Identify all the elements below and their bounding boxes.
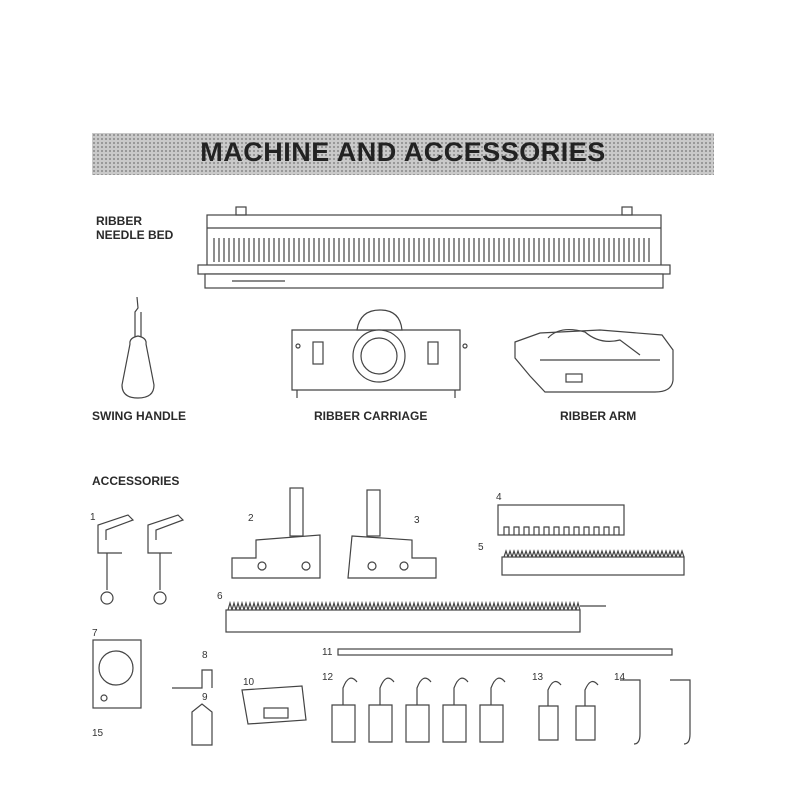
item-number-15: 15: [92, 728, 104, 739]
item-number-14: 14: [614, 672, 626, 683]
fitting-drawing: [241, 685, 307, 725]
item-number-6: 6: [217, 591, 223, 602]
item-number-11: 11: [322, 647, 333, 658]
item-number-9: 9: [202, 692, 208, 703]
swing-handle-drawing: [121, 296, 155, 399]
table-clamps-drawing: [97, 514, 185, 605]
small-weight-drawing: [191, 703, 213, 746]
accessories-heading: ACCESSORIES: [92, 474, 180, 488]
item-number-8: 8: [202, 650, 208, 661]
ribber-carriage-drawing: [291, 309, 468, 398]
item-number-4: 4: [496, 492, 502, 503]
ribber-needle-bed-drawing: [197, 206, 671, 289]
brackets-drawing: [231, 487, 437, 579]
comb-drawing: [501, 549, 685, 576]
swing-handle-label: SWING HANDLE: [92, 409, 186, 423]
ribber-arm-label: RIBBER ARM: [560, 409, 637, 423]
rod-drawing: [337, 648, 673, 656]
item-number-10: 10: [243, 677, 255, 688]
ribber-arm-drawing: [514, 328, 674, 393]
claw-weights-drawing: [331, 677, 506, 743]
small-claw-weights-drawing: [538, 680, 599, 741]
item-number-12: 12: [322, 672, 334, 683]
ribber-needle-bed-label-line2: NEEDLE BED: [96, 228, 174, 242]
short-comb-drawing: [497, 504, 625, 536]
item-number-7: 7: [92, 628, 98, 639]
page-title: MACHINE AND ACCESSORIES: [200, 137, 606, 167]
item-number-1: 1: [90, 512, 96, 523]
item-number-5: 5: [478, 542, 484, 553]
item-number-13: 13: [532, 672, 544, 683]
ribber-needle-bed-label-line1: RIBBER: [96, 214, 143, 228]
wire-hangers-drawing: [620, 679, 691, 745]
ribber-carriage-label: RIBBER CARRIAGE: [314, 409, 428, 423]
item-number-2: 2: [248, 513, 254, 524]
small-hook-drawing: [172, 669, 213, 689]
plate-drawing: [92, 639, 142, 709]
item-number-3: 3: [414, 515, 420, 526]
long-comb-drawing: [225, 600, 606, 633]
title-banner: MACHINE AND ACCESSORIES: [92, 133, 714, 175]
